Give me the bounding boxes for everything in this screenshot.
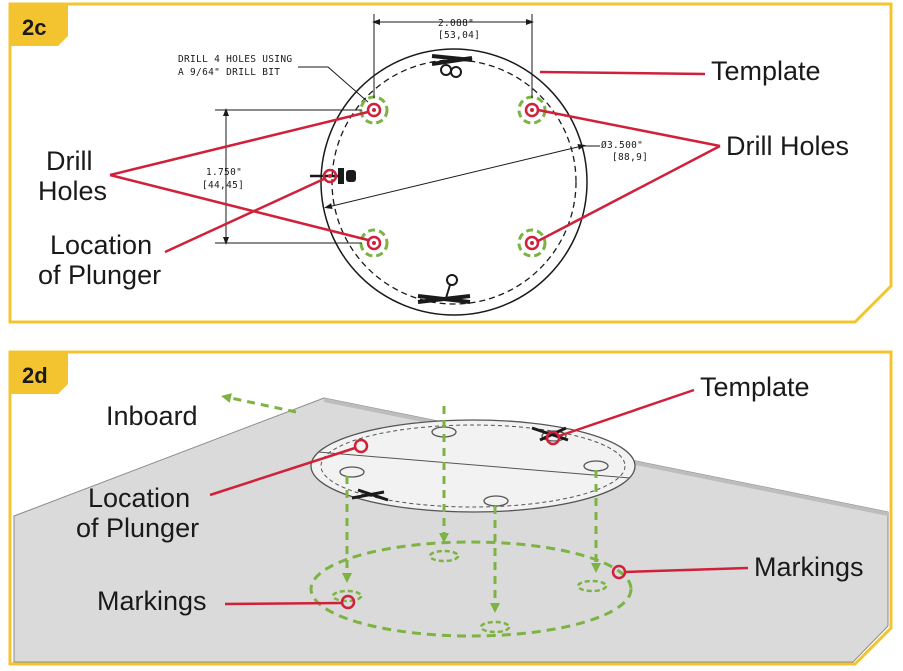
panel-2d: 2d: [8, 350, 893, 666]
arrow-icon: [221, 393, 297, 414]
dim-height-label: 1.750": [206, 167, 242, 178]
markings-outline: [309, 540, 633, 638]
callout-leaders-2c: [109, 70, 721, 254]
panel-2d-tag-bg: [10, 352, 68, 394]
callout-leaders-2d: [209, 388, 749, 606]
label-plunger-2d-1: Location: [88, 483, 190, 513]
dim-diameter-mm-label: [88,9]: [612, 152, 648, 163]
label-template-2d: Template: [700, 372, 810, 402]
template-outline: [320, 48, 588, 316]
template-marker: [545, 430, 561, 446]
scissors-icon: [431, 54, 473, 78]
label-plunger-2d-2: of Plunger: [76, 513, 199, 543]
label-plunger-2: of Plunger: [38, 260, 161, 290]
template-placed: [310, 419, 636, 513]
panel-2c-tag: 2c: [22, 15, 46, 40]
dim-diameter-label: Ø3.500": [601, 140, 643, 151]
panel-2c-tag-bg: [10, 4, 68, 46]
label-markings-left: Markings: [97, 586, 207, 616]
label-inboard: Inboard: [106, 401, 198, 431]
panel-2c: 2c: [8, 2, 893, 324]
projection-arrows: [221, 393, 601, 613]
drill-note-line2: A 9/64" DRILL BIT: [178, 67, 280, 78]
marking-marker-left: [340, 594, 356, 610]
label-plunger-1: Location: [50, 230, 152, 260]
marking-glyphs: [331, 549, 608, 634]
label-drill-holes-right: Drill Holes: [726, 131, 849, 161]
label-template-2c: Template: [711, 56, 821, 86]
drill-note-line1: DRILL 4 HOLES USING: [178, 54, 292, 65]
scissors-icon: [417, 274, 471, 304]
label-drill-holes-left-1: Drill: [46, 146, 93, 176]
dim-height-mm-label: [44,45]: [202, 180, 244, 191]
panel-2d-tag: 2d: [22, 363, 48, 388]
label-drill-holes-left-2: Holes: [38, 176, 107, 206]
dim-width-label: 2.088": [438, 18, 474, 29]
plunger-marker: [353, 438, 369, 454]
label-markings-right: Markings: [754, 552, 864, 582]
dim-width-mm-label: [53,04]: [438, 30, 480, 41]
